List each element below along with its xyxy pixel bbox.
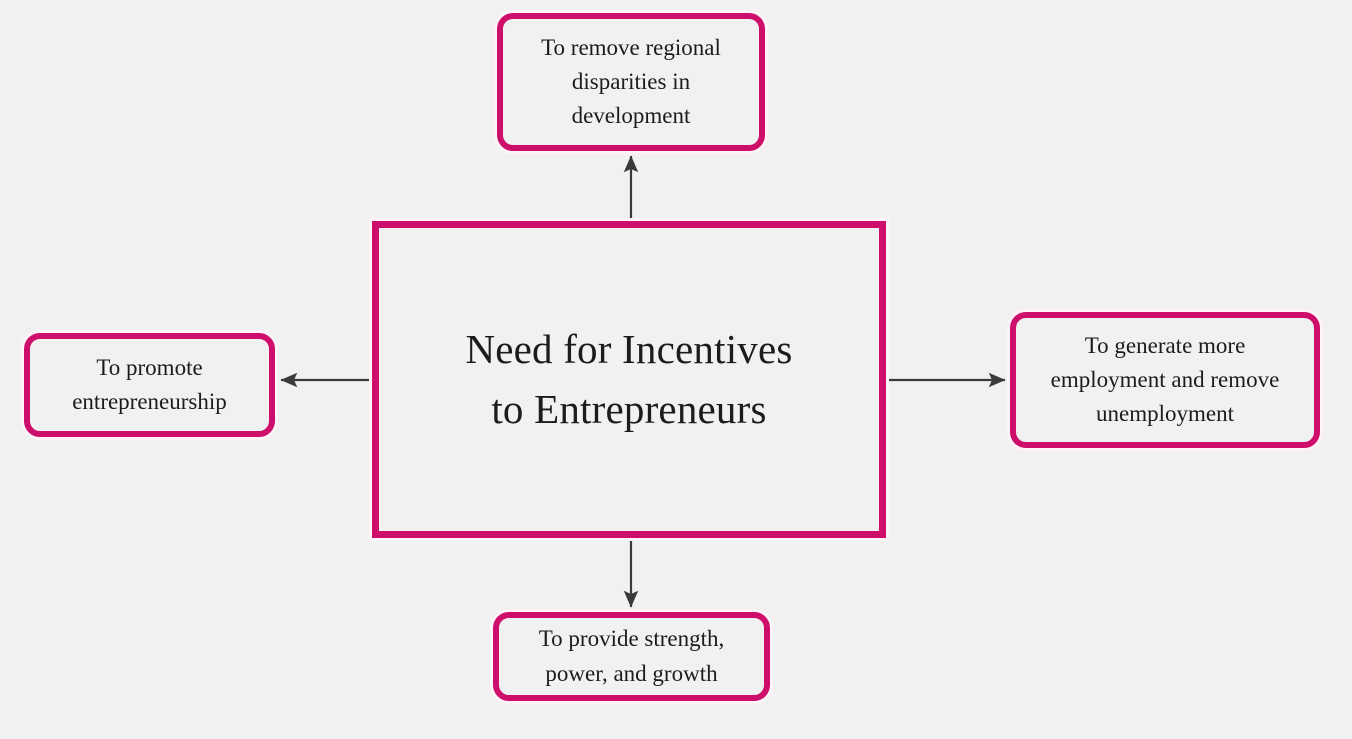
- node-generate-employment: To generate more employment and remove u…: [1010, 312, 1320, 448]
- node-bottom-label: To provide strength, power, and growth: [538, 626, 725, 686]
- node-left-label: To promote entrepreneurship: [72, 354, 227, 414]
- node-provide-strength-power-growth: To provide strength, power, and growth: [493, 612, 770, 701]
- node-right-label: To generate more employment and remove u…: [1050, 332, 1280, 427]
- node-remove-regional-disparities: To remove regional disparities in develo…: [497, 13, 765, 151]
- center-node-line-1: Need for Incentives: [465, 326, 793, 373]
- center-node-line-2: to Entrepreneurs: [491, 385, 767, 432]
- center-node-label: Need for Incentives to Entrepreneurs: [447, 320, 810, 439]
- center-node: Need for Incentives to Entrepreneurs: [372, 221, 886, 538]
- node-top-label: To remove regional disparities in develo…: [541, 34, 721, 129]
- node-promote-entrepreneurship: To promote entrepreneurship: [24, 333, 275, 437]
